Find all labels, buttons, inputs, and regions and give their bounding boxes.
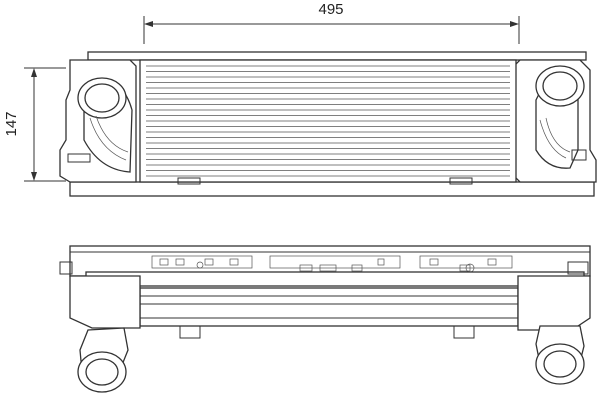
top-right-tank	[517, 275, 591, 331]
front-view	[59, 51, 597, 197]
width-dimension: 495	[143, 1, 520, 44]
top-bracket-left	[59, 261, 73, 275]
height-dimension: 147	[3, 67, 66, 182]
front-top-rail	[87, 51, 587, 61]
right-hose-outlet	[535, 65, 585, 169]
front-bracket-left	[67, 153, 91, 163]
top-clip-right	[453, 325, 475, 339]
top-core	[139, 287, 519, 327]
top-left-tank	[69, 275, 141, 329]
front-bracket-right	[571, 149, 587, 161]
top-bracket-right	[567, 261, 589, 275]
top-clip-left	[179, 325, 201, 339]
front-mount-left	[177, 177, 201, 185]
top-view	[59, 245, 591, 393]
top-left-hose-outlet	[77, 327, 129, 393]
left-hose-outlet	[77, 77, 133, 173]
frame-details	[151, 255, 513, 273]
front-bottom-rail	[69, 181, 595, 197]
height-dimension-label: 147	[3, 111, 20, 136]
top-right-hose-outlet	[535, 325, 585, 385]
core-fins	[146, 65, 510, 177]
top-main-bar	[85, 271, 585, 287]
front-mount-right	[449, 177, 473, 185]
width-dimension-label: 495	[318, 1, 343, 18]
